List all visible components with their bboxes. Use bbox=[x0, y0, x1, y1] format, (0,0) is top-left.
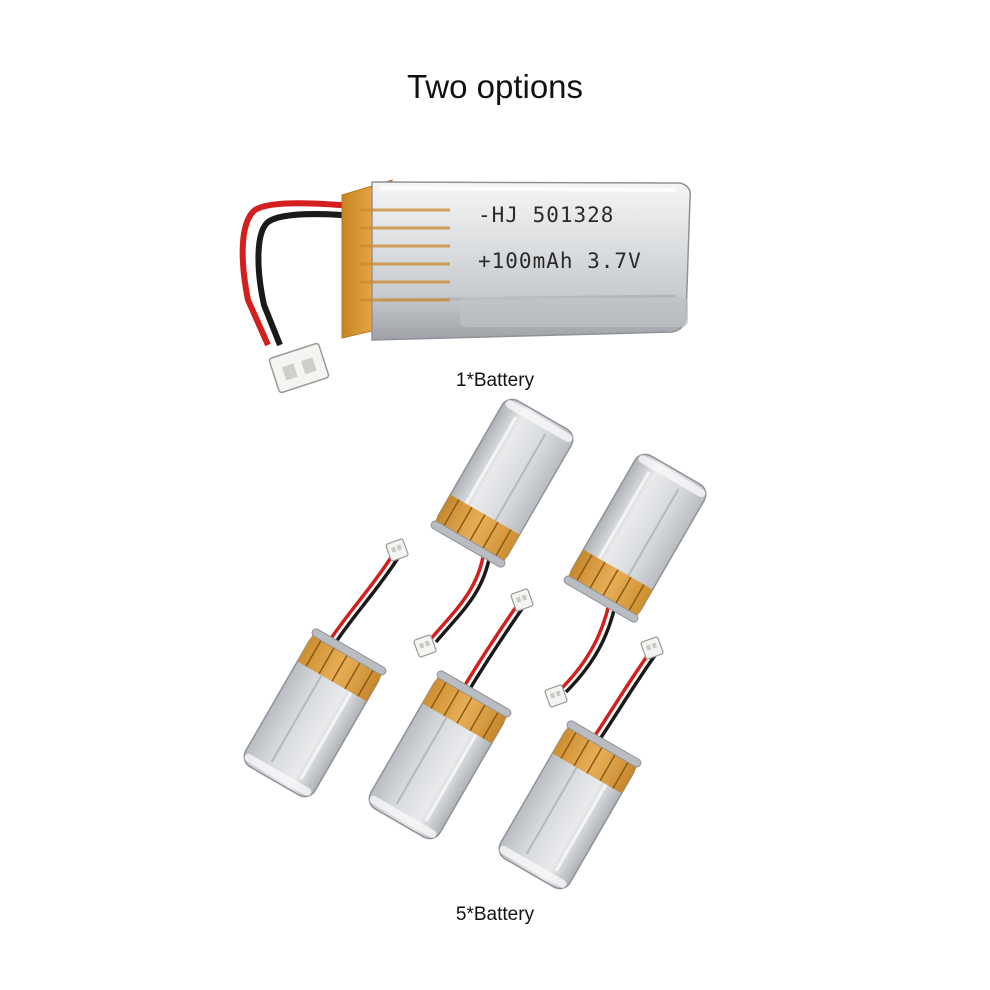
battery-unit bbox=[428, 392, 581, 571]
battery-label-line2: +100mAh 3.7V bbox=[478, 249, 642, 273]
caption-single-battery: 1*Battery bbox=[455, 370, 535, 391]
battery-unit bbox=[491, 717, 644, 896]
caption-five-batteries: 5*Battery bbox=[455, 904, 535, 925]
battery-pack-five bbox=[236, 392, 714, 896]
title: Two options bbox=[406, 68, 584, 105]
battery-unit bbox=[561, 447, 714, 626]
battery-label-line1: -HJ 501328 bbox=[478, 203, 614, 227]
battery-unit bbox=[361, 667, 514, 846]
single-battery: -HJ 501328 +100mAh 3.7V bbox=[239, 179, 692, 394]
connector bbox=[268, 342, 330, 394]
battery-unit bbox=[236, 625, 389, 804]
